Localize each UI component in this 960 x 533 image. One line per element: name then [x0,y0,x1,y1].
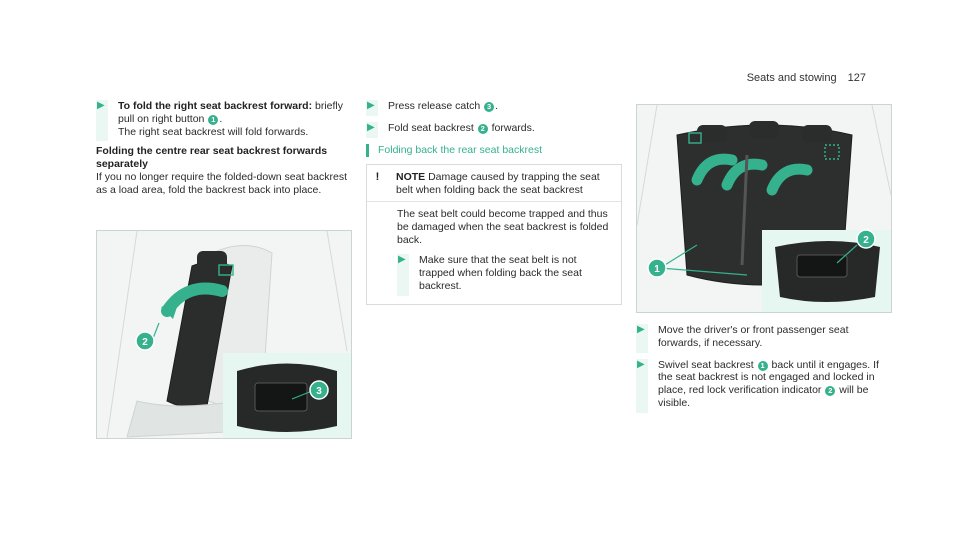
illustration-right-backrest: 2 3 [96,230,352,439]
step-text: . [219,112,223,125]
callout-circle-1 [647,258,667,278]
instruction-step: ▶ Press release catch 3. [366,100,622,116]
step-text: Press release catch [388,100,484,112]
step-arrow-icon: ▶ [367,100,375,111]
step-arrow-icon: ▶ [637,358,645,370]
callout-label: 2 [863,235,869,246]
instruction-step: ▶ Make sure that the seat belt is not tr… [397,254,615,297]
step-text: back until it engages. If the seat backr… [658,358,879,397]
note-title: NOTE Damage caused by trapping the seat … [396,171,615,197]
step-text: will be visible. [658,384,869,409]
paragraph: If you no longer require the folded-down… [96,170,347,196]
callout-number: 2 [477,123,488,134]
step-text: Swivel seat backrest [658,358,757,371]
step-arrow-icon: ▶ [398,254,406,266]
step-text: forwards. [488,121,535,134]
callout-label: 2 [142,337,148,348]
step-result: The right seat backrest will fold forwar… [118,125,309,138]
seat-illustration-1: 2 3 [97,231,351,438]
instruction-step: ▶ Move the driver's or front passenger s… [636,324,892,353]
step-text: Make sure that the seat belt is not trap… [419,254,582,292]
callout-number: 3 [484,102,495,112]
column-2: ▶ Press release catch 3. ▶ Fold seat bac… [366,100,622,305]
seat-illustration-2: 1 2 [637,105,891,312]
page-header: Seats and stowing 127 [747,72,866,85]
step-heading: To fold the right seat backrest forward: [118,100,313,112]
callout-circle-3 [309,380,329,400]
note-header: ! NOTE Damage caused by trapping the sea… [367,165,621,202]
note-body: The seat belt could become trapped and t… [367,202,621,304]
step-arrow-icon: ▶ [367,121,375,133]
step-text: Move the driver's or front passenger sea… [658,324,849,349]
note-text: The seat belt could become trapped and t… [397,207,609,246]
step-text: Fold seat backrest [388,121,477,134]
callout-circle-2 [135,331,155,351]
callout-label: 1 [654,264,660,275]
callout-number: 1 [208,114,219,125]
column-1: ▶ To fold the right seat backrest forwar… [96,100,350,197]
step-text: briefly pull on right button [118,100,344,125]
note-label: NOTE [396,171,426,184]
instruction-step: ▶ Swivel seat backrest 1 back until it e… [636,358,892,413]
callout-label: 3 [316,386,322,397]
warning-icon: ! [371,171,384,185]
instruction-step: ▶ To fold the right seat backrest forwar… [96,100,350,142]
callout-number: 1 [757,360,768,371]
step-arrow-icon: ▶ [637,324,645,335]
note-title-text: Damage caused by trapping the seat belt … [396,171,600,197]
callout-circle-2 [856,229,876,249]
subheading: Folding the centre rear seat backrest fo… [96,145,328,171]
callout-number: 2 [825,386,836,397]
page-number: 127 [847,72,866,84]
step-arrow-icon: ▶ [97,100,105,111]
illustration-fold-back: 1 2 [636,104,892,313]
note-box: ! NOTE Damage caused by trapping the sea… [366,164,622,305]
section-title: Seats and stowing [746,72,837,84]
instruction-step: ▶ Fold seat backrest 2 forwards. [366,121,622,138]
step-text: . [495,100,499,112]
column-3: ▶ Move the driver's or front passenger s… [636,324,892,417]
section-heading: Folding back the rear seat backrest [366,143,622,157]
